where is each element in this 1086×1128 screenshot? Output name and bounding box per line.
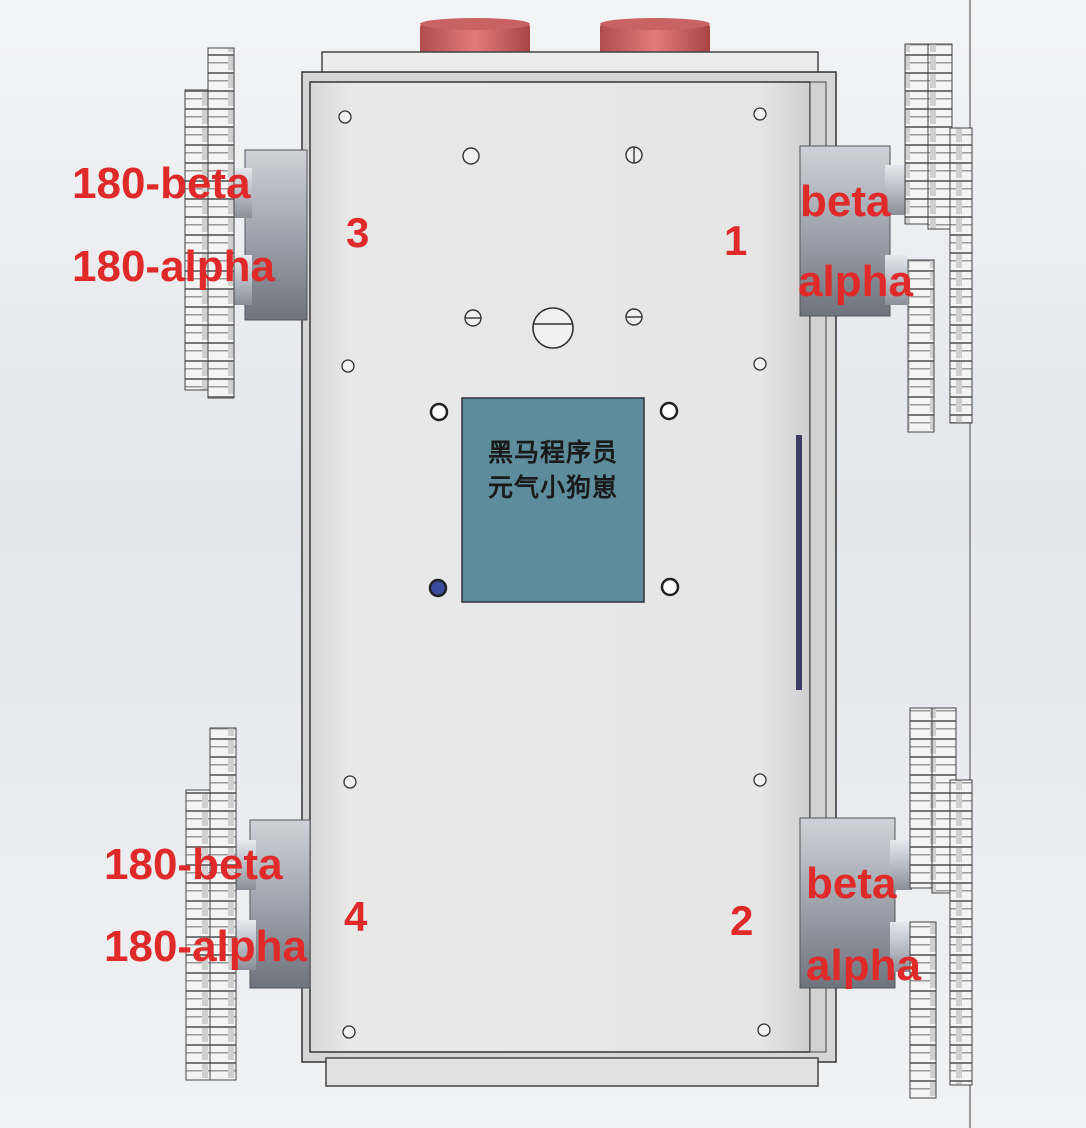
- leg-4-number: 4: [344, 893, 368, 940]
- leg-mechanism-1: [799, 43, 973, 433]
- screw-hole: [753, 107, 767, 121]
- leg-1-number: 1: [724, 217, 748, 264]
- leg-3-number: 3: [346, 209, 370, 256]
- screw-hole: [343, 775, 357, 789]
- screw-hole: [753, 773, 767, 787]
- robot-body: [301, 51, 837, 1087]
- screw-hole: [341, 359, 355, 373]
- switch-hole: [532, 307, 574, 349]
- leg-4-upper-label: 180-beta: [104, 840, 283, 889]
- screw-hole: [757, 1023, 771, 1037]
- screw-hole: [753, 357, 767, 371]
- leg-4-lower-label: 180-alpha: [104, 922, 307, 971]
- leg-mechanism-3: [184, 47, 308, 399]
- leg-1-lower-label: alpha: [798, 257, 913, 306]
- leg-2-number: 2: [730, 897, 754, 944]
- screen-line-2: 元气小狗崽: [487, 473, 618, 502]
- connector-left: [420, 24, 530, 60]
- connector-right: [600, 24, 710, 60]
- screw-hole: [338, 110, 352, 124]
- top-connectors: [420, 18, 710, 60]
- leg-mechanism-4: [185, 727, 311, 1081]
- leg-3-upper-label: 180-beta: [72, 159, 251, 208]
- screen-text: 黑马程序员 元气小狗崽: [462, 435, 644, 505]
- leg-1-upper-label: beta: [800, 177, 891, 226]
- display-screen: [461, 397, 645, 603]
- screw-hole: [342, 1025, 356, 1039]
- leg-mechanism-2: [799, 707, 973, 1099]
- leg-3-lower-label: 180-alpha: [72, 242, 275, 291]
- leg-2-lower-label: alpha: [806, 941, 921, 990]
- leg-2-upper-label: beta: [806, 859, 897, 908]
- screen-line-1: 黑马程序员: [487, 438, 618, 467]
